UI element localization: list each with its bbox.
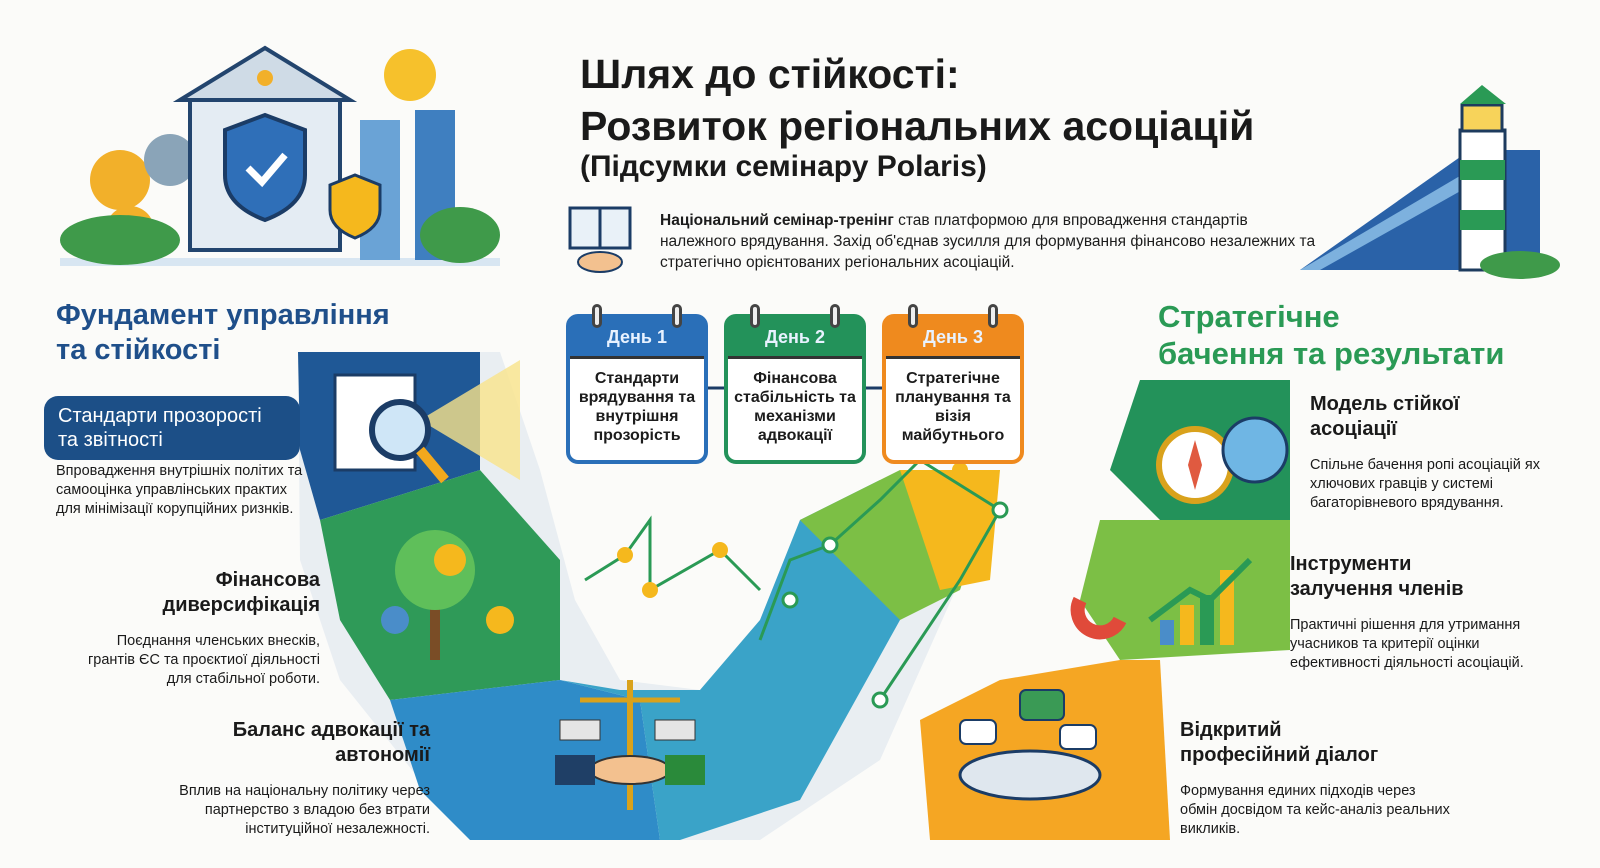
book-handshake-icon — [568, 206, 632, 273]
lighthouse-bridge-illustration — [1300, 85, 1560, 279]
compass-globe-icon — [1156, 416, 1289, 504]
day-3-text: Стратегічне планування та візія майбутнь… — [886, 356, 1020, 445]
scales-handshake-icon — [555, 680, 705, 810]
day-2-label: День 2 — [728, 318, 862, 356]
intro-bold: Національний семінар-тренінг — [660, 212, 894, 229]
title-line-2: Розвиток регіональних асоціацій — [580, 103, 1255, 149]
page-subtitle: (Підсумки семінару Polaris) — [580, 150, 987, 183]
page-title: Шлях до стійкості: Розвиток регіональних … — [580, 48, 1254, 152]
right-title-line-1: Стратегічне — [1158, 299, 1340, 334]
right-title-line-2: бачення та результати — [1158, 336, 1505, 371]
left-title-line-2: та стійкості — [56, 334, 221, 366]
day-card-2: День 2 Фінансова стабільність та механіз… — [724, 304, 866, 464]
magnifier-document-icon — [333, 360, 520, 484]
right-item-1-desc: Спільне бачення ропі асоціацій ях хлючов… — [1310, 457, 1541, 511]
day-3-label: День 3 — [886, 318, 1020, 356]
round-table-dialog-icon — [958, 689, 1102, 801]
intro-text: Національний семінар-тренінг став платфо… — [660, 210, 1320, 273]
intro-rest: став платформою для впровадження стандар… — [660, 212, 1316, 271]
day-card-1: День 1 Стандарти врядування та внутрішня… — [566, 304, 708, 464]
right-item-3-desc: Формування единих підходів через обмін д… — [1180, 783, 1450, 837]
title-line-1: Шлях до стійкості: — [580, 51, 960, 97]
left-item-2-desc: Поєднання членських внесків, грантів ЄС … — [88, 633, 320, 687]
left-item-1-desc: Впровадження внутрішніх політих та самоо… — [56, 463, 303, 517]
right-item-2-title: Інструменти залучення членів — [1290, 553, 1464, 600]
left-title-line-1: Фундамент управління — [56, 299, 390, 331]
right-item-2-desc: Практичні рішення для утримання учаснико… — [1290, 617, 1524, 671]
left-item-3-desc: Вплив на національну політику через парт… — [179, 783, 430, 837]
left-item-1-title: Стандарти прозорості та звітності — [44, 396, 300, 460]
right-item-1-title: Модель стійкої асоціації — [1310, 393, 1460, 440]
bank-shield-city-illustration — [60, 45, 500, 266]
left-item-3-title: Баланс адвокації та автономії — [232, 719, 430, 766]
right-item-3-title: Відкритий професійний діалог — [1180, 719, 1379, 766]
money-tree-icon — [381, 530, 514, 660]
day-1-text: Стандарти врядування та внутрішня прозор… — [570, 356, 704, 445]
day-card-3: День 3 Стратегічне планування та візія м… — [882, 304, 1024, 464]
day-1-label: День 1 — [570, 318, 704, 356]
day-2-text: Фінансова стабільність та механізми адво… — [728, 356, 862, 445]
magnet-growth-chart-icon — [1070, 557, 1253, 645]
left-item-2-title: Фінансова диверсифікація — [162, 569, 321, 616]
